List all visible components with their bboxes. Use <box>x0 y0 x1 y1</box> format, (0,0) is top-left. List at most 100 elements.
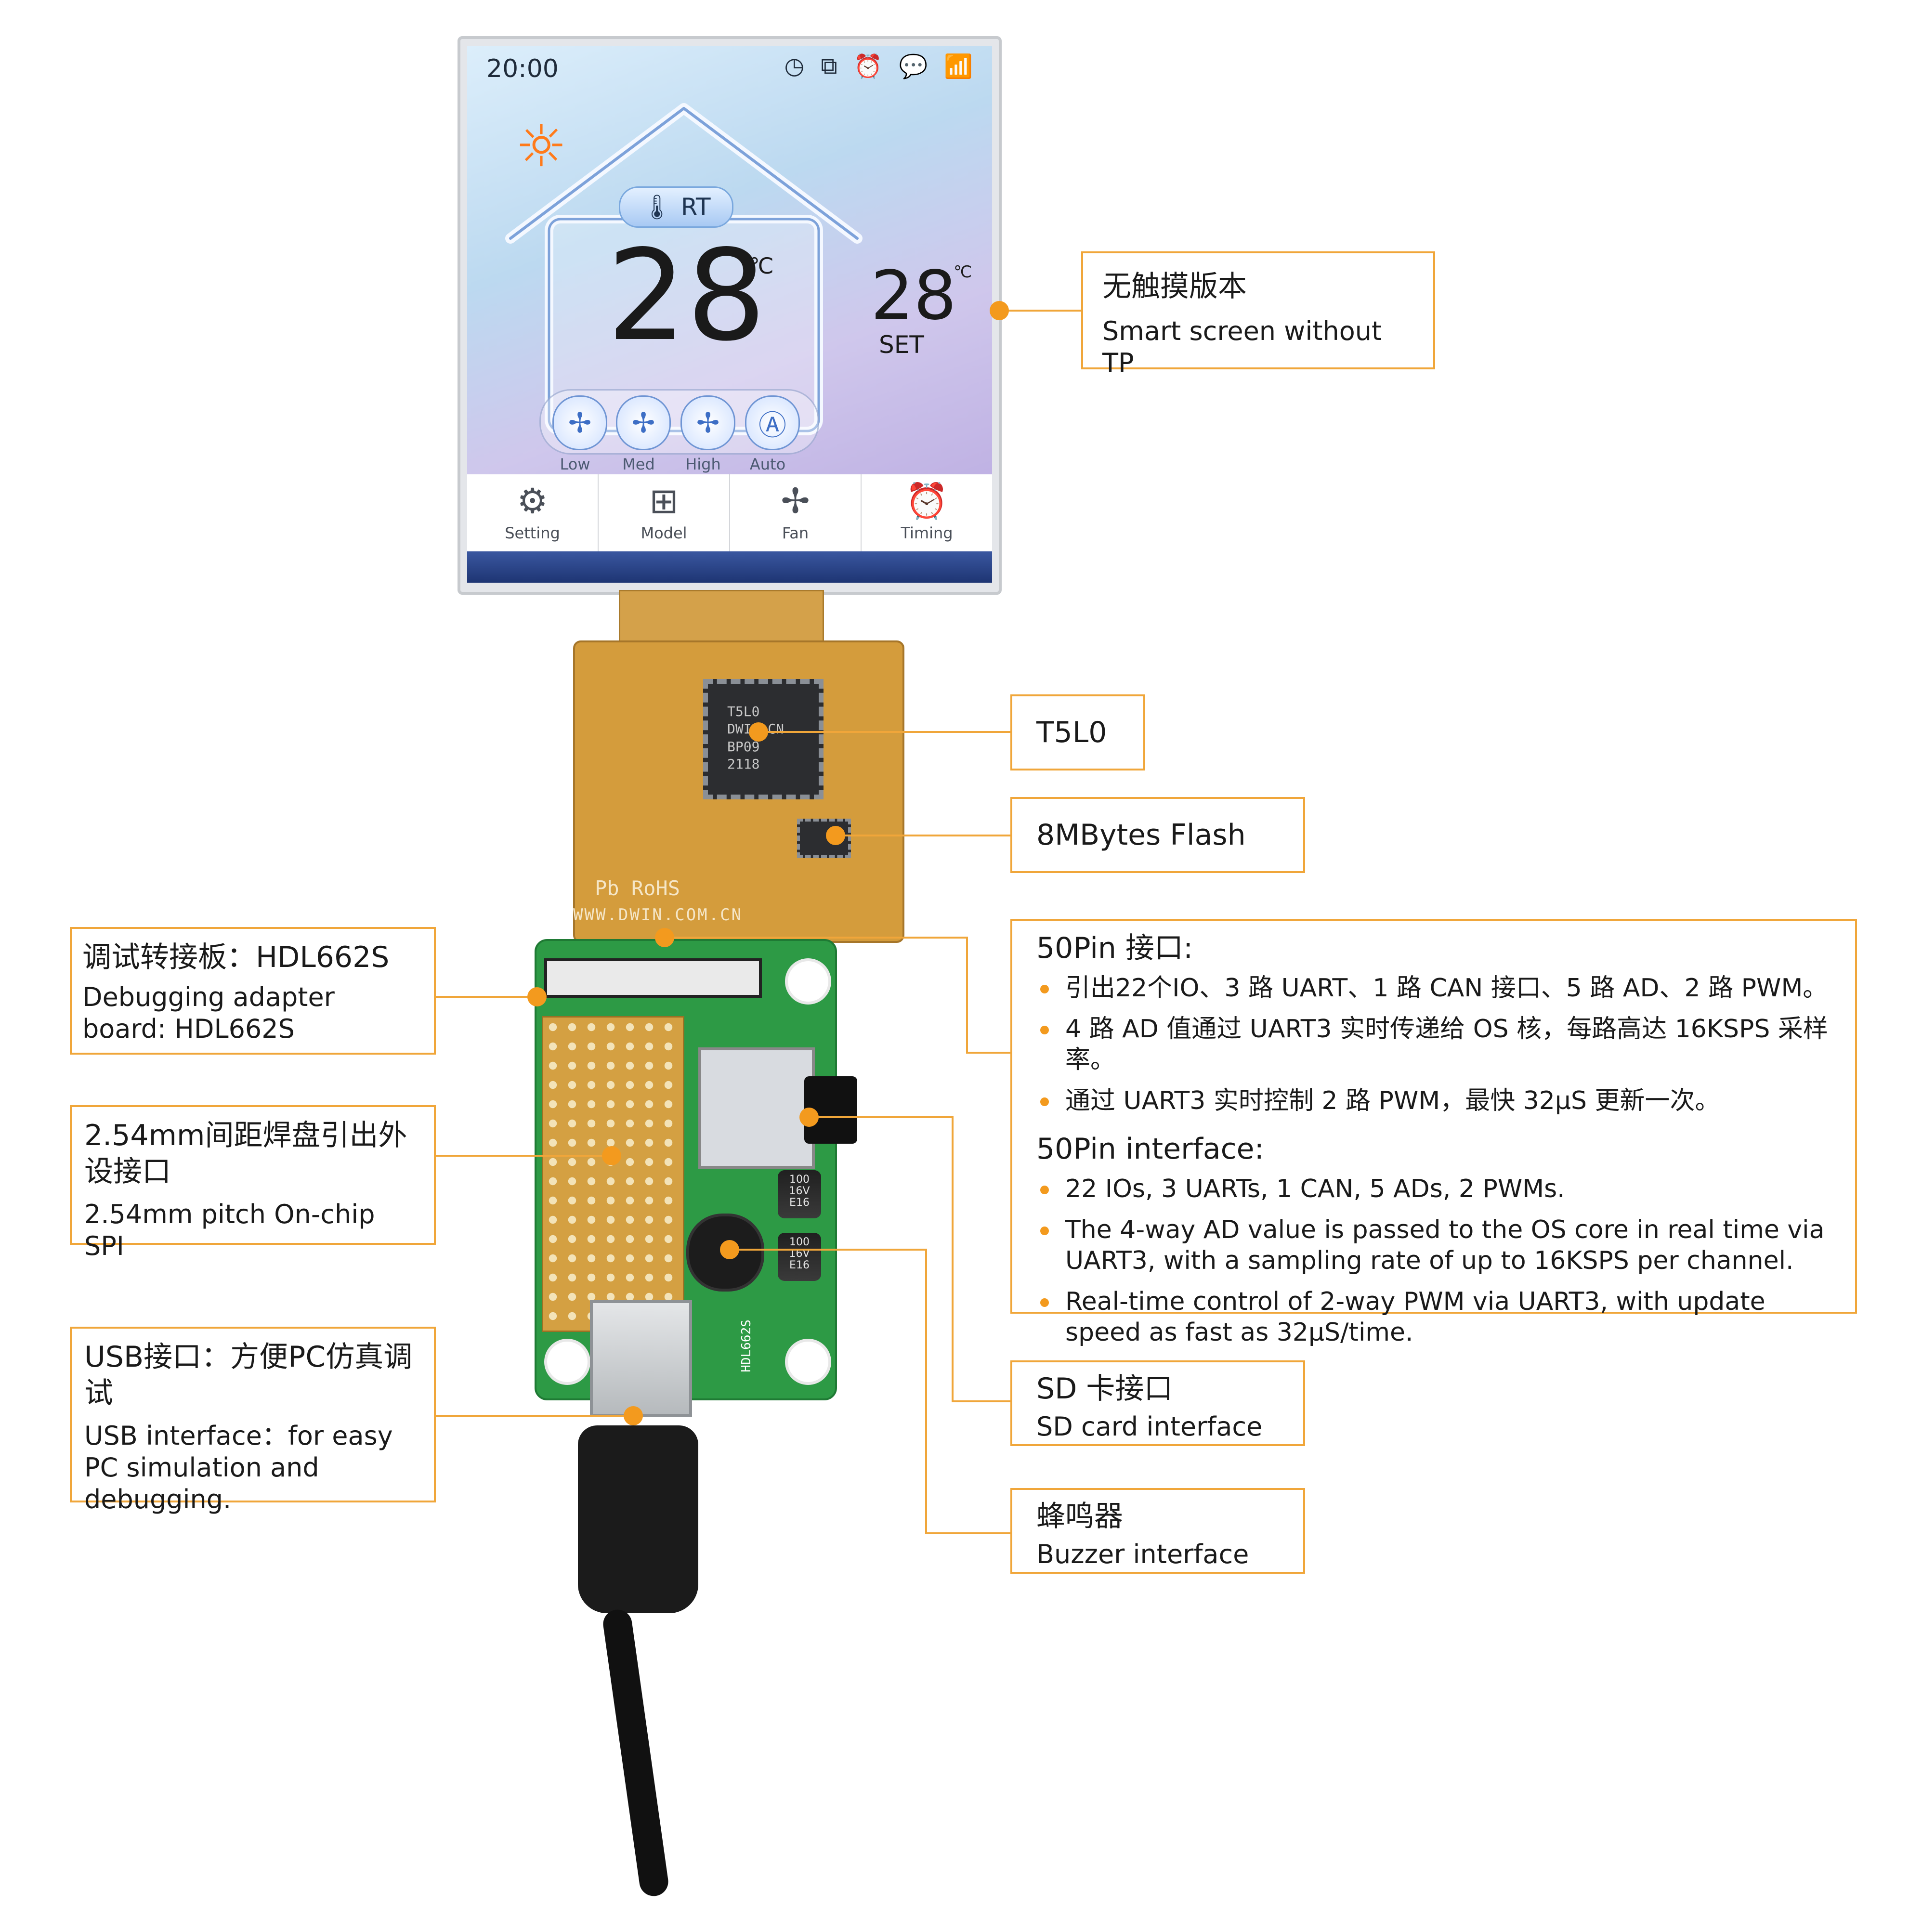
leader-line <box>925 1532 1011 1534</box>
fan-low-label: Low <box>560 455 590 473</box>
callout-pads-sub: 2.54mm pitch On-chip SPI <box>84 1199 375 1261</box>
fan-auto-label: Auto <box>749 455 786 473</box>
fan-auto-button[interactable]: Ⓐ <box>745 395 800 450</box>
callout-sd: SD 卡接口 SD card interface <box>1010 1360 1305 1446</box>
alarm-icon: ⏰ <box>905 481 949 521</box>
leader-dot <box>749 722 768 742</box>
usb-port <box>590 1300 692 1417</box>
leader-line <box>966 937 968 1054</box>
fan-low-button[interactable]: ✢ <box>552 395 607 450</box>
callout-flash: 8MBytes Flash <box>1010 797 1305 873</box>
t5l0-chip: T5L0 DWIN CN BP09 2118 <box>703 679 824 799</box>
fan-icon: ✢ <box>696 406 720 439</box>
grid-icon: ⊞ <box>649 481 679 521</box>
rt-label: RT <box>680 193 711 221</box>
clock-icon: ◷ <box>784 52 805 79</box>
leader-line <box>433 996 537 998</box>
nav-setting-label: Setting <box>505 524 560 542</box>
mount-hole <box>785 1339 831 1385</box>
gear-icon: ⚙ <box>517 481 548 521</box>
leader-line <box>730 1249 927 1251</box>
mount-hole <box>544 1339 590 1385</box>
fan-mode-bar: ✢ ✢ ✢ Ⓐ <box>539 389 819 455</box>
leader-line <box>758 731 1011 733</box>
callout-adapter: 调试转接板：HDL662S Debugging adapter board: H… <box>70 927 436 1055</box>
callout-no-touch-sub: Smart screen without TP <box>1102 316 1382 378</box>
callout-usb-title: USB接口：方便PC仿真调试 <box>84 1340 413 1410</box>
callout-usb-sub: USB interface：for easy PC simulation and… <box>84 1421 393 1514</box>
list-item: The 4-way AD value is passed to the OS c… <box>1036 1215 1831 1276</box>
nav-fan[interactable]: ✢ Fan <box>730 474 862 551</box>
usb-cable <box>601 1607 670 1898</box>
list-item: 引出22个IO、3 路 UART、1 路 CAN 接口、5 路 AD、2 路 P… <box>1036 973 1831 1004</box>
pin-pad-grid <box>542 1016 684 1332</box>
wifi-icon: 📶 <box>944 53 973 80</box>
thermometer-icon: 🌡 <box>641 193 672 221</box>
board-url: WWW.DWIN.COM.CN <box>573 905 743 925</box>
list-item: Real-time control of 2-way PWM via UART3… <box>1036 1287 1831 1348</box>
leader-dot <box>720 1240 739 1259</box>
leader-dot <box>799 1108 819 1127</box>
leader-line <box>952 1400 1011 1402</box>
callout-sd-sub: SD card interface <box>1036 1411 1263 1442</box>
status-icons: ◷ ⧉ ⏰ 💬 📶 <box>784 52 973 80</box>
leader-line <box>836 835 1011 836</box>
leader-line <box>925 1249 927 1534</box>
nav-timing-label: Timing <box>901 524 953 542</box>
leader-line <box>999 310 1082 312</box>
adapter-board-label: HDL662S <box>739 1319 754 1372</box>
usb-plug <box>578 1425 698 1613</box>
leader-line <box>809 1116 954 1118</box>
leader-line <box>952 1116 954 1402</box>
alarm-icon: ⏰ <box>853 53 883 80</box>
leader-dot <box>602 1146 621 1165</box>
callout-buzzer: 蜂鸣器 Buzzer interface <box>1010 1488 1305 1574</box>
nav-model-label: Model <box>641 524 687 542</box>
fan-icon: ✢ <box>568 406 592 439</box>
callout-t5l0: T5L0 <box>1010 694 1145 770</box>
leader-line <box>436 1415 633 1417</box>
callout-50pin-title-cn: 50Pin 接口: <box>1036 931 1193 965</box>
callout-50pin-title-en: 50Pin interface: <box>1036 1132 1264 1166</box>
fan-med-label: Med <box>622 455 655 473</box>
fan-high-label: High <box>685 455 721 473</box>
callout-buzzer-title: 蜂鸣器 <box>1036 1500 1123 1533</box>
sun-icon: ☼ <box>515 113 567 180</box>
list-item: 22 IOs, 3 UARTs, 1 CAN, 5 ADs, 2 PWMs. <box>1036 1174 1831 1204</box>
sd-card-slot <box>698 1047 815 1169</box>
leader-dot <box>990 301 1009 320</box>
leader-line <box>966 1052 1011 1054</box>
list-item: 4 路 AD 值通过 UART3 实时传递给 OS 核，每路高达 16KSPS … <box>1036 1014 1831 1075</box>
fan-icon: ✢ <box>781 481 810 521</box>
mount-hole <box>785 958 831 1005</box>
callout-pads: 2.54mm间距焊盘引出外设接口 2.54mm pitch On-chip SP… <box>70 1105 436 1261</box>
chat-icon: 💬 <box>899 53 928 80</box>
rohs-mark: Pb RoHS <box>595 876 680 900</box>
leader-line <box>665 937 968 939</box>
window-icon: ⧉ <box>821 52 837 79</box>
lcd-bottom-strip <box>467 551 992 583</box>
auto-icon: Ⓐ <box>758 409 786 442</box>
leader-dot <box>826 826 845 845</box>
fan-icon: ✢ <box>631 406 655 439</box>
nav-timing[interactable]: ⏰ Timing <box>862 474 992 551</box>
callout-usb: USB接口：方便PC仿真调试 USB interface：for easy PC… <box>70 1327 436 1514</box>
set-temperature-unit: ℃ <box>954 262 972 282</box>
callout-flash-title: 8MBytes Flash <box>1036 818 1246 852</box>
fan-med-button[interactable]: ✢ <box>616 395 671 450</box>
callout-pads-title: 2.54mm间距焊盘引出外设接口 <box>84 1119 407 1188</box>
nav-model[interactable]: ⊞ Model <box>599 474 730 551</box>
leader-dot <box>527 987 547 1006</box>
status-time: 20:00 <box>486 54 559 83</box>
leader-line <box>433 1155 612 1157</box>
nav-setting[interactable]: ⚙ Setting <box>467 474 599 551</box>
set-label: SET <box>879 331 924 359</box>
chip-marking: T5L0 DWIN CN BP09 2118 <box>727 704 784 772</box>
fan-high-button[interactable]: ✢ <box>680 395 735 450</box>
callout-no-touch-title: 无触摸版本 <box>1102 270 1247 303</box>
callout-buzzer-sub: Buzzer interface <box>1036 1539 1249 1569</box>
leader-dot <box>624 1406 643 1425</box>
callout-50pin-list-en: 22 IOs, 3 UARTs, 1 CAN, 5 ADs, 2 PWMs. T… <box>1036 1174 1831 1348</box>
bottom-navbar: ⚙ Setting ⊞ Model ✢ Fan ⏰ Timing <box>467 474 992 551</box>
